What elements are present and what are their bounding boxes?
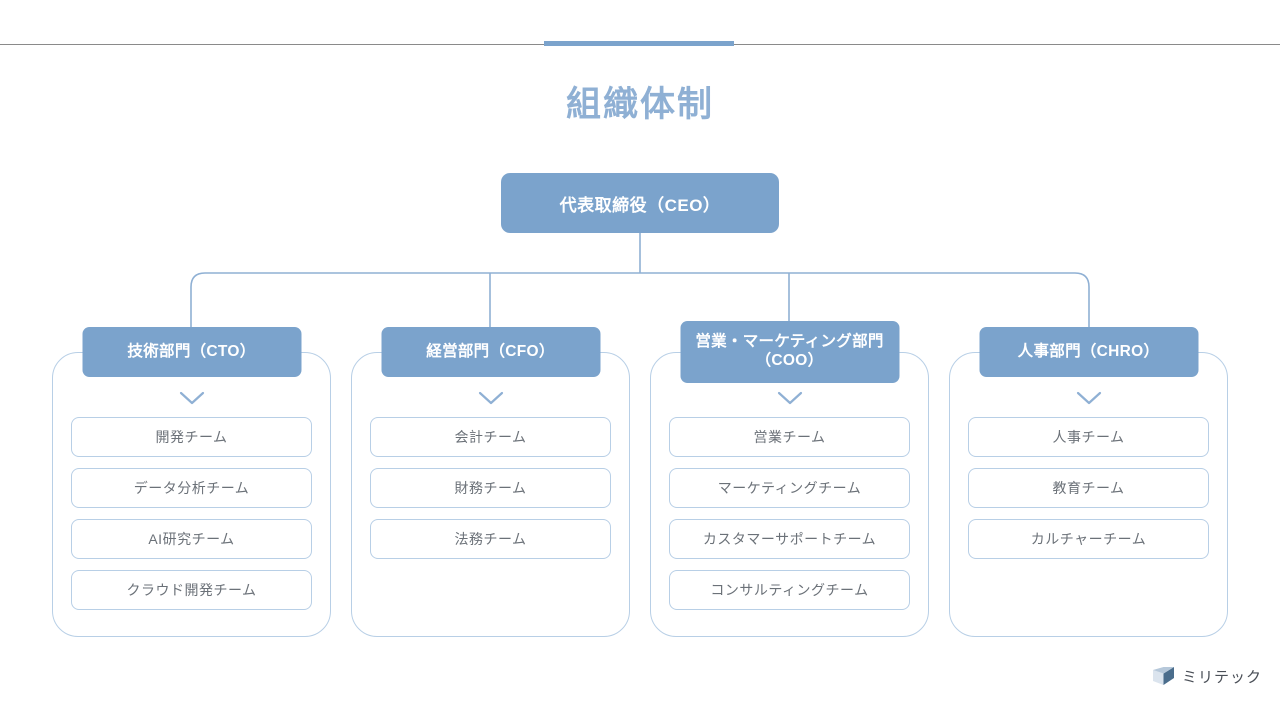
brand-logo-text: ミリテック: [1182, 669, 1263, 686]
chevron-down-icon: [777, 391, 802, 405]
team-item[interactable]: データ分析チーム: [71, 468, 312, 508]
department-column-chro: 人事部門（CHRO） 人事チーム 教育チーム カルチャーチーム: [949, 327, 1228, 637]
team-item[interactable]: 開発チーム: [71, 417, 312, 457]
team-item[interactable]: カルチャーチーム: [968, 519, 1209, 559]
page-title: 組織体制: [565, 85, 714, 124]
team-item[interactable]: 営業チーム: [669, 417, 910, 457]
team-item[interactable]: 法務チーム: [370, 519, 611, 559]
department-label: 技術部門（CTO）: [127, 342, 256, 360]
team-item[interactable]: カスタマーサポートチーム: [669, 519, 910, 559]
department-column-cto: 技術部門（CTO） 開発チーム データ分析チーム AI研究チーム クラウド開発チ…: [52, 327, 331, 637]
department-header-cfo[interactable]: 経営部門（CFO）: [381, 327, 600, 377]
folded-book-logo-icon: [1153, 667, 1174, 685]
team-item[interactable]: 会計チーム: [370, 417, 611, 457]
chevron-down-icon: [478, 391, 503, 405]
team-list: 人事チーム 教育チーム カルチャーチーム: [968, 417, 1209, 570]
team-list: 会計チーム 財務チーム 法務チーム: [370, 417, 611, 570]
department-header-coo[interactable]: 営業・マーケティング部門 （COO）: [680, 321, 899, 383]
department-column-coo: 営業・マーケティング部門 （COO） 営業チーム マーケティングチーム カスタマ…: [650, 321, 929, 637]
team-item[interactable]: AI研究チーム: [71, 519, 312, 559]
ceo-label: 代表取締役（CEO）: [559, 195, 721, 215]
team-item[interactable]: クラウド開発チーム: [71, 570, 312, 610]
header-accent-bar: [544, 41, 734, 46]
department-label-line2: （COO）: [755, 352, 824, 369]
team-item[interactable]: 人事チーム: [968, 417, 1209, 457]
department-label: 経営部門（CFO）: [426, 342, 555, 360]
team-item[interactable]: コンサルティングチーム: [669, 570, 910, 610]
department-column-cfo: 経営部門（CFO） 会計チーム 財務チーム 法務チーム: [351, 327, 630, 637]
team-item[interactable]: 教育チーム: [968, 468, 1209, 508]
chevron-down-icon: [179, 391, 204, 405]
team-item[interactable]: 財務チーム: [370, 468, 611, 508]
team-list: 開発チーム データ分析チーム AI研究チーム クラウド開発チーム: [71, 417, 312, 621]
department-label: 人事部門（CHRO）: [1017, 342, 1160, 360]
department-label: 営業・マーケティング部門 （COO）: [695, 333, 883, 370]
ceo-node[interactable]: 代表取締役（CEO）: [501, 173, 779, 233]
team-list: 営業チーム マーケティングチーム カスタマーサポートチーム コンサルティングチー…: [669, 417, 910, 621]
department-label-line1: 営業・マーケティング部門: [695, 333, 884, 351]
team-item[interactable]: マーケティングチーム: [669, 468, 910, 508]
department-header-chro[interactable]: 人事部門（CHRO）: [979, 327, 1198, 377]
department-header-cto[interactable]: 技術部門（CTO）: [82, 327, 301, 377]
chevron-down-icon: [1076, 391, 1101, 405]
brand-logo: ミリテック: [1152, 666, 1262, 687]
